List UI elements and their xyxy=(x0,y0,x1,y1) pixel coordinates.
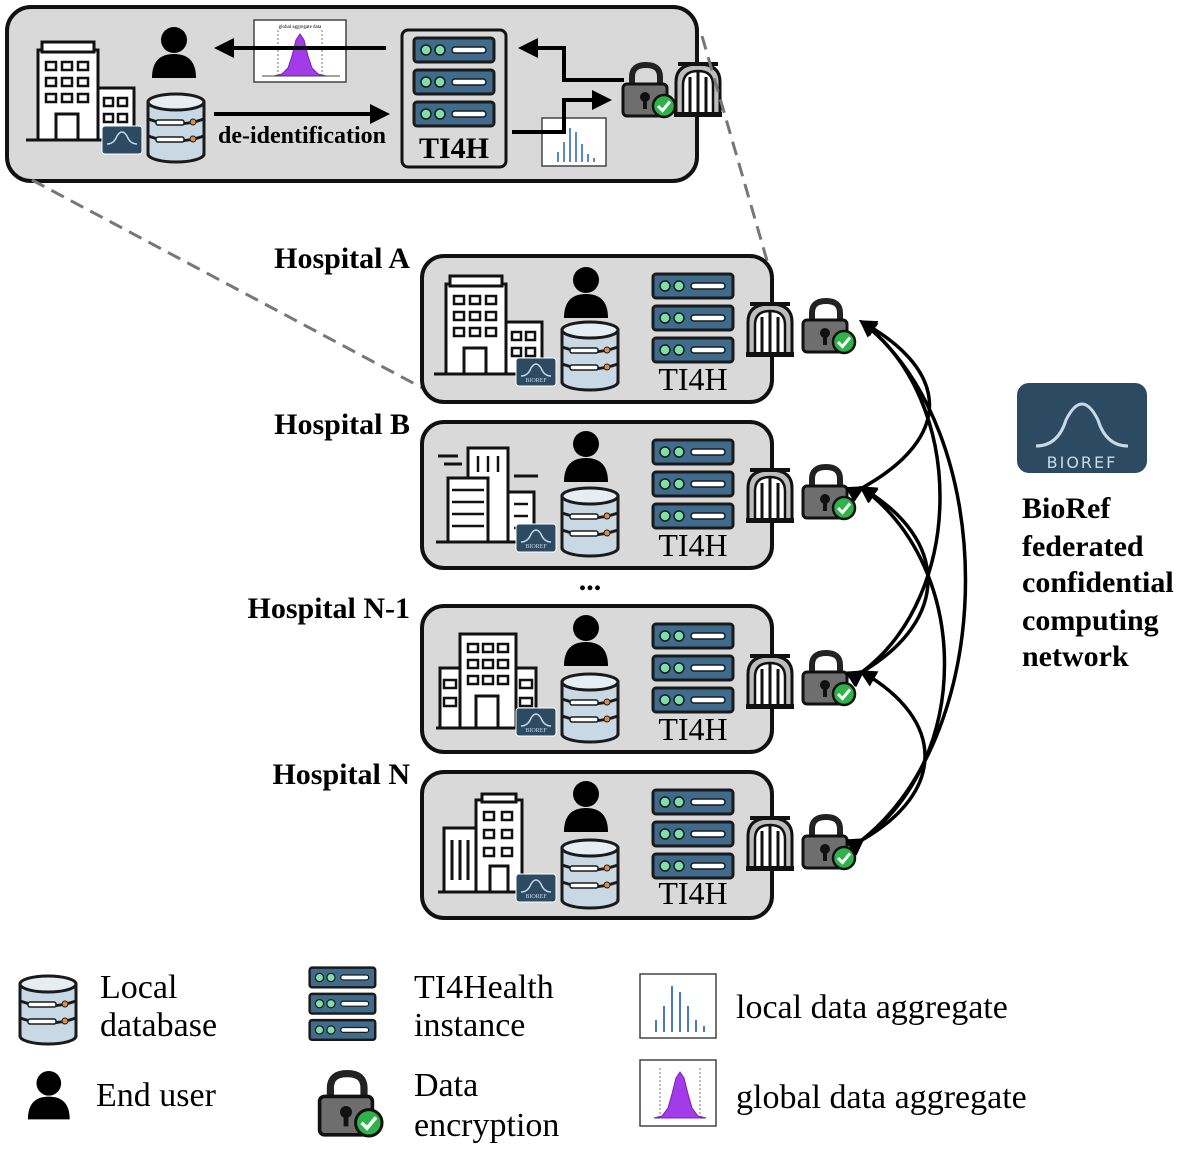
local-aggregate-chart-icon xyxy=(541,117,607,167)
zoom-dashed-line-left xyxy=(31,178,431,394)
enclave-gate-icon xyxy=(744,814,796,873)
hospital-n: Hospital N BIOREF TI4H xyxy=(272,758,855,920)
legend-database-icon xyxy=(18,974,78,1046)
server-icon xyxy=(651,272,735,364)
ti4h-server-label: TI4H xyxy=(658,361,727,397)
legend-server-label: TI4Health xyxy=(414,969,554,1006)
legend: Local database TI4Health instance local … xyxy=(18,966,1027,1144)
global-chart-caption: global aggregate data xyxy=(279,25,323,30)
server-icon xyxy=(651,622,735,714)
legend-lock-icon xyxy=(320,1074,382,1136)
database-icon xyxy=(560,320,620,392)
database-icon xyxy=(146,92,206,164)
network-caption-line: federated xyxy=(1022,530,1144,563)
arrow-local-out xyxy=(512,90,612,134)
global-aggregate-chart-icon: global aggregate data xyxy=(253,19,347,83)
encryption-lock-icon xyxy=(803,467,855,519)
encryption-lock-icon xyxy=(803,653,855,705)
bell-curve-icon xyxy=(1035,402,1129,448)
hospital-a: Hospital A BIOREF TI4H xyxy=(274,242,855,404)
server-icon xyxy=(651,438,735,530)
legend-global-aggregate-label: global data aggregate xyxy=(736,1079,1027,1116)
link-n1-n xyxy=(845,670,927,855)
legend-database-label: database xyxy=(100,1007,217,1044)
bioref-badge-text: BIOREF xyxy=(525,728,547,734)
database-icon xyxy=(560,838,620,910)
ti4h-server-label: TI4H xyxy=(419,132,489,165)
enclave-gate-icon xyxy=(744,300,796,359)
hospital-b: Hospital B BIOREF TI4H xyxy=(274,408,855,570)
network-caption-line: network xyxy=(1022,640,1129,673)
legend-local-aggregate-icon xyxy=(639,973,717,1039)
bioref-badge-text: BIOREF xyxy=(525,378,547,384)
legend-server-icon xyxy=(308,966,377,1042)
zoom-panel: global aggregate data TI4H de-identifi xyxy=(5,5,724,183)
network-caption-line: computing xyxy=(1022,604,1159,637)
bioref-badge-text: BIOREF xyxy=(525,894,547,900)
bioref-logo-text: BIOREF xyxy=(1047,453,1118,472)
legend-local-aggregate-label: local data aggregate xyxy=(736,989,1008,1026)
ti4h-server-frame xyxy=(400,28,508,169)
bioref-logo-box xyxy=(1017,383,1147,473)
ti4h-server-label: TI4H xyxy=(658,527,727,563)
database-icon xyxy=(560,672,620,744)
enclave-gate-icon xyxy=(744,652,796,711)
legend-database-label: Local xyxy=(100,969,177,1006)
legend-user-label: End user xyxy=(96,1077,217,1114)
encryption-lock-icon xyxy=(803,301,855,353)
zoom-dashed-line-right xyxy=(700,35,770,265)
link-b-n1 xyxy=(845,486,930,687)
link-a-b xyxy=(845,320,932,503)
legend-user-icon xyxy=(27,1070,70,1120)
hospital-n-1: Hospital N-1 BIOREF TI4H xyxy=(247,592,855,754)
bioref-network-logo: BIOREF xyxy=(1017,383,1147,473)
network-connections xyxy=(845,319,968,856)
ti4h-server-label: TI4H xyxy=(658,875,727,911)
deid-label: de-identification xyxy=(218,123,386,149)
network-caption: BioRef federated confidential computing … xyxy=(1022,492,1174,673)
network-caption-line: BioRef xyxy=(1022,492,1111,525)
hospital-name: Hospital N xyxy=(272,758,410,791)
bioref-badge-icon xyxy=(101,125,143,155)
arrow-global-in xyxy=(518,38,624,82)
legend-server-label: instance xyxy=(414,1007,525,1044)
ellipsis: ... xyxy=(579,564,602,597)
database-icon xyxy=(560,486,620,558)
legend-global-aggregate-icon xyxy=(639,1059,717,1127)
link-a-n xyxy=(845,319,968,856)
server-icon xyxy=(412,36,496,128)
hospital-name: Hospital N-1 xyxy=(247,592,410,625)
legend-encryption-label: Data xyxy=(414,1067,478,1104)
encryption-lock-icon xyxy=(803,817,855,869)
hospital-name: Hospital A xyxy=(274,242,410,275)
enclave-gate-icon xyxy=(744,466,796,525)
hospital-name: Hospital B xyxy=(274,408,410,441)
network-caption-line: confidential xyxy=(1022,566,1174,599)
bioref-badge-text: BIOREF xyxy=(525,544,547,550)
legend-encryption-label: encryption xyxy=(414,1107,559,1144)
ti4h-server-label: TI4H xyxy=(658,711,727,747)
enclave-gate-icon xyxy=(672,60,724,119)
server-icon xyxy=(651,788,735,880)
link-b-n xyxy=(845,485,947,856)
